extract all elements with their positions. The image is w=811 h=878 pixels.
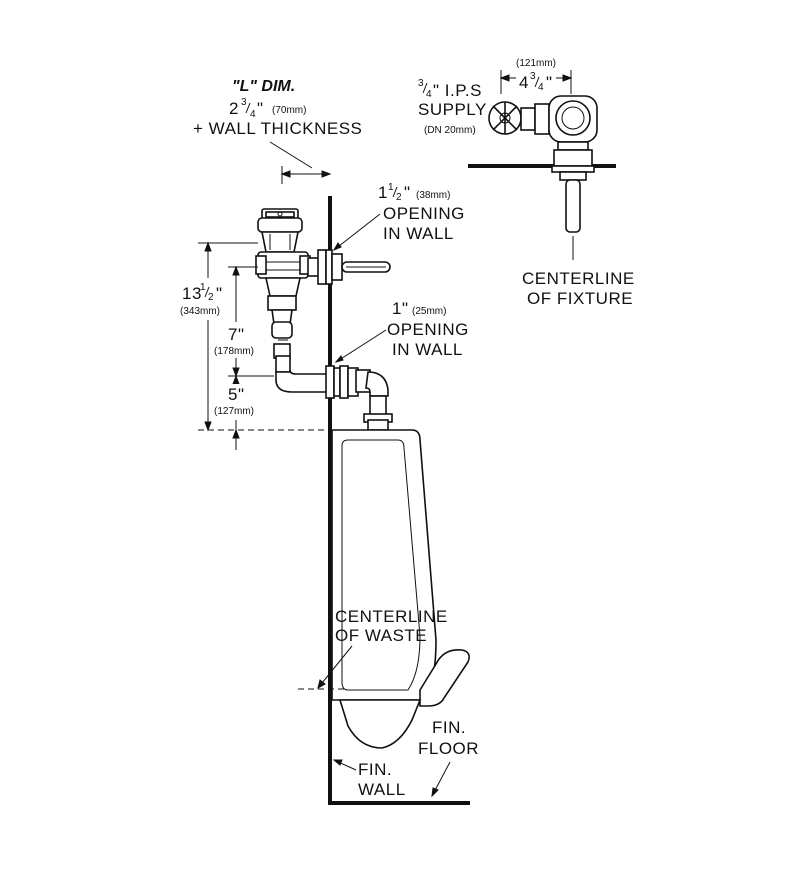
finished-wall-label: FIN. WALL — [332, 759, 406, 799]
flush-valve — [255, 208, 391, 339]
svg-text:(25mm): (25mm) — [412, 306, 446, 317]
svg-text:(121mm): (121mm) — [516, 58, 556, 69]
svg-text:3: 3 — [418, 78, 424, 89]
svg-text:": " — [216, 284, 223, 303]
svg-text:(DN 20mm): (DN 20mm) — [424, 125, 476, 136]
svg-text:FIN.: FIN. — [358, 760, 392, 779]
svg-text:2: 2 — [208, 292, 214, 303]
opening-25mm-label: 1" (25mm) OPENING IN WALL — [334, 299, 469, 363]
svg-text:": " — [257, 99, 264, 118]
l-dimension-label: "L" DIM. 2 3 4 " (70mm) + WALL THICKNESS — [193, 78, 362, 184]
svg-text:4: 4 — [538, 82, 544, 93]
svg-text:SUPPLY: SUPPLY — [418, 100, 487, 119]
svg-text:2: 2 — [396, 192, 402, 203]
centerline-of-waste: CENTERLINE OF WASTE — [298, 607, 448, 690]
svg-text:(178mm): (178mm) — [214, 346, 254, 357]
svg-text:1": 1" — [392, 299, 409, 318]
urinal-fixture — [331, 429, 470, 749]
svg-text:5": 5" — [228, 385, 245, 404]
vertical-dimensions: 13 1 2 " (343mm) 7" (178mm) 5" (127mm) — [178, 241, 330, 450]
svg-text:OF WASTE: OF WASTE — [335, 626, 427, 645]
svg-text:3: 3 — [530, 71, 536, 82]
svg-text:FIN.: FIN. — [432, 718, 466, 737]
svg-text:7": 7" — [228, 325, 245, 344]
svg-text:4: 4 — [519, 73, 529, 92]
svg-text:4: 4 — [426, 89, 432, 100]
svg-text:3: 3 — [241, 97, 247, 108]
svg-text:(343mm): (343mm) — [180, 306, 220, 317]
svg-text:CENTERLINE: CENTERLINE — [522, 269, 635, 288]
svg-text:" I.P.S: " I.P.S — [433, 81, 482, 100]
svg-text:": " — [404, 183, 411, 202]
finished-floor-label: FIN. FLOOR — [418, 718, 479, 798]
svg-text:(38mm): (38mm) — [416, 190, 450, 201]
svg-text:IN WALL: IN WALL — [392, 340, 463, 359]
svg-text:4: 4 — [250, 109, 256, 120]
svg-text:(70mm): (70mm) — [272, 105, 306, 116]
svg-text:+ WALL THICKNESS: + WALL THICKNESS — [193, 119, 362, 138]
svg-text:13: 13 — [182, 284, 202, 303]
svg-text:": " — [546, 73, 553, 92]
svg-text:1: 1 — [388, 182, 394, 193]
svg-text:FLOOR: FLOOR — [418, 739, 479, 758]
finished-wall-and-floor — [328, 196, 470, 805]
svg-text:OF FIXTURE: OF FIXTURE — [527, 289, 633, 308]
svg-text:1: 1 — [378, 183, 388, 202]
svg-text:1: 1 — [200, 282, 206, 293]
supply-plan-view: (121mm) 4 3 4 " 3 4 " I.P.S SUPPLY (DN 2… — [418, 58, 635, 308]
svg-text:OPENING: OPENING — [387, 320, 469, 339]
svg-text:IN WALL: IN WALL — [383, 224, 454, 243]
svg-text:OPENING: OPENING — [383, 204, 465, 223]
svg-text:(127mm): (127mm) — [214, 406, 254, 417]
opening-38mm-label: 1 1 2 " (38mm) OPENING IN WALL — [332, 182, 465, 252]
svg-text:2: 2 — [229, 99, 239, 118]
svg-text:CENTERLINE: CENTERLINE — [335, 607, 448, 626]
svg-text:"L" DIM.: "L" DIM. — [232, 78, 295, 95]
flush-connection — [273, 339, 393, 431]
svg-text:WALL: WALL — [358, 780, 406, 799]
